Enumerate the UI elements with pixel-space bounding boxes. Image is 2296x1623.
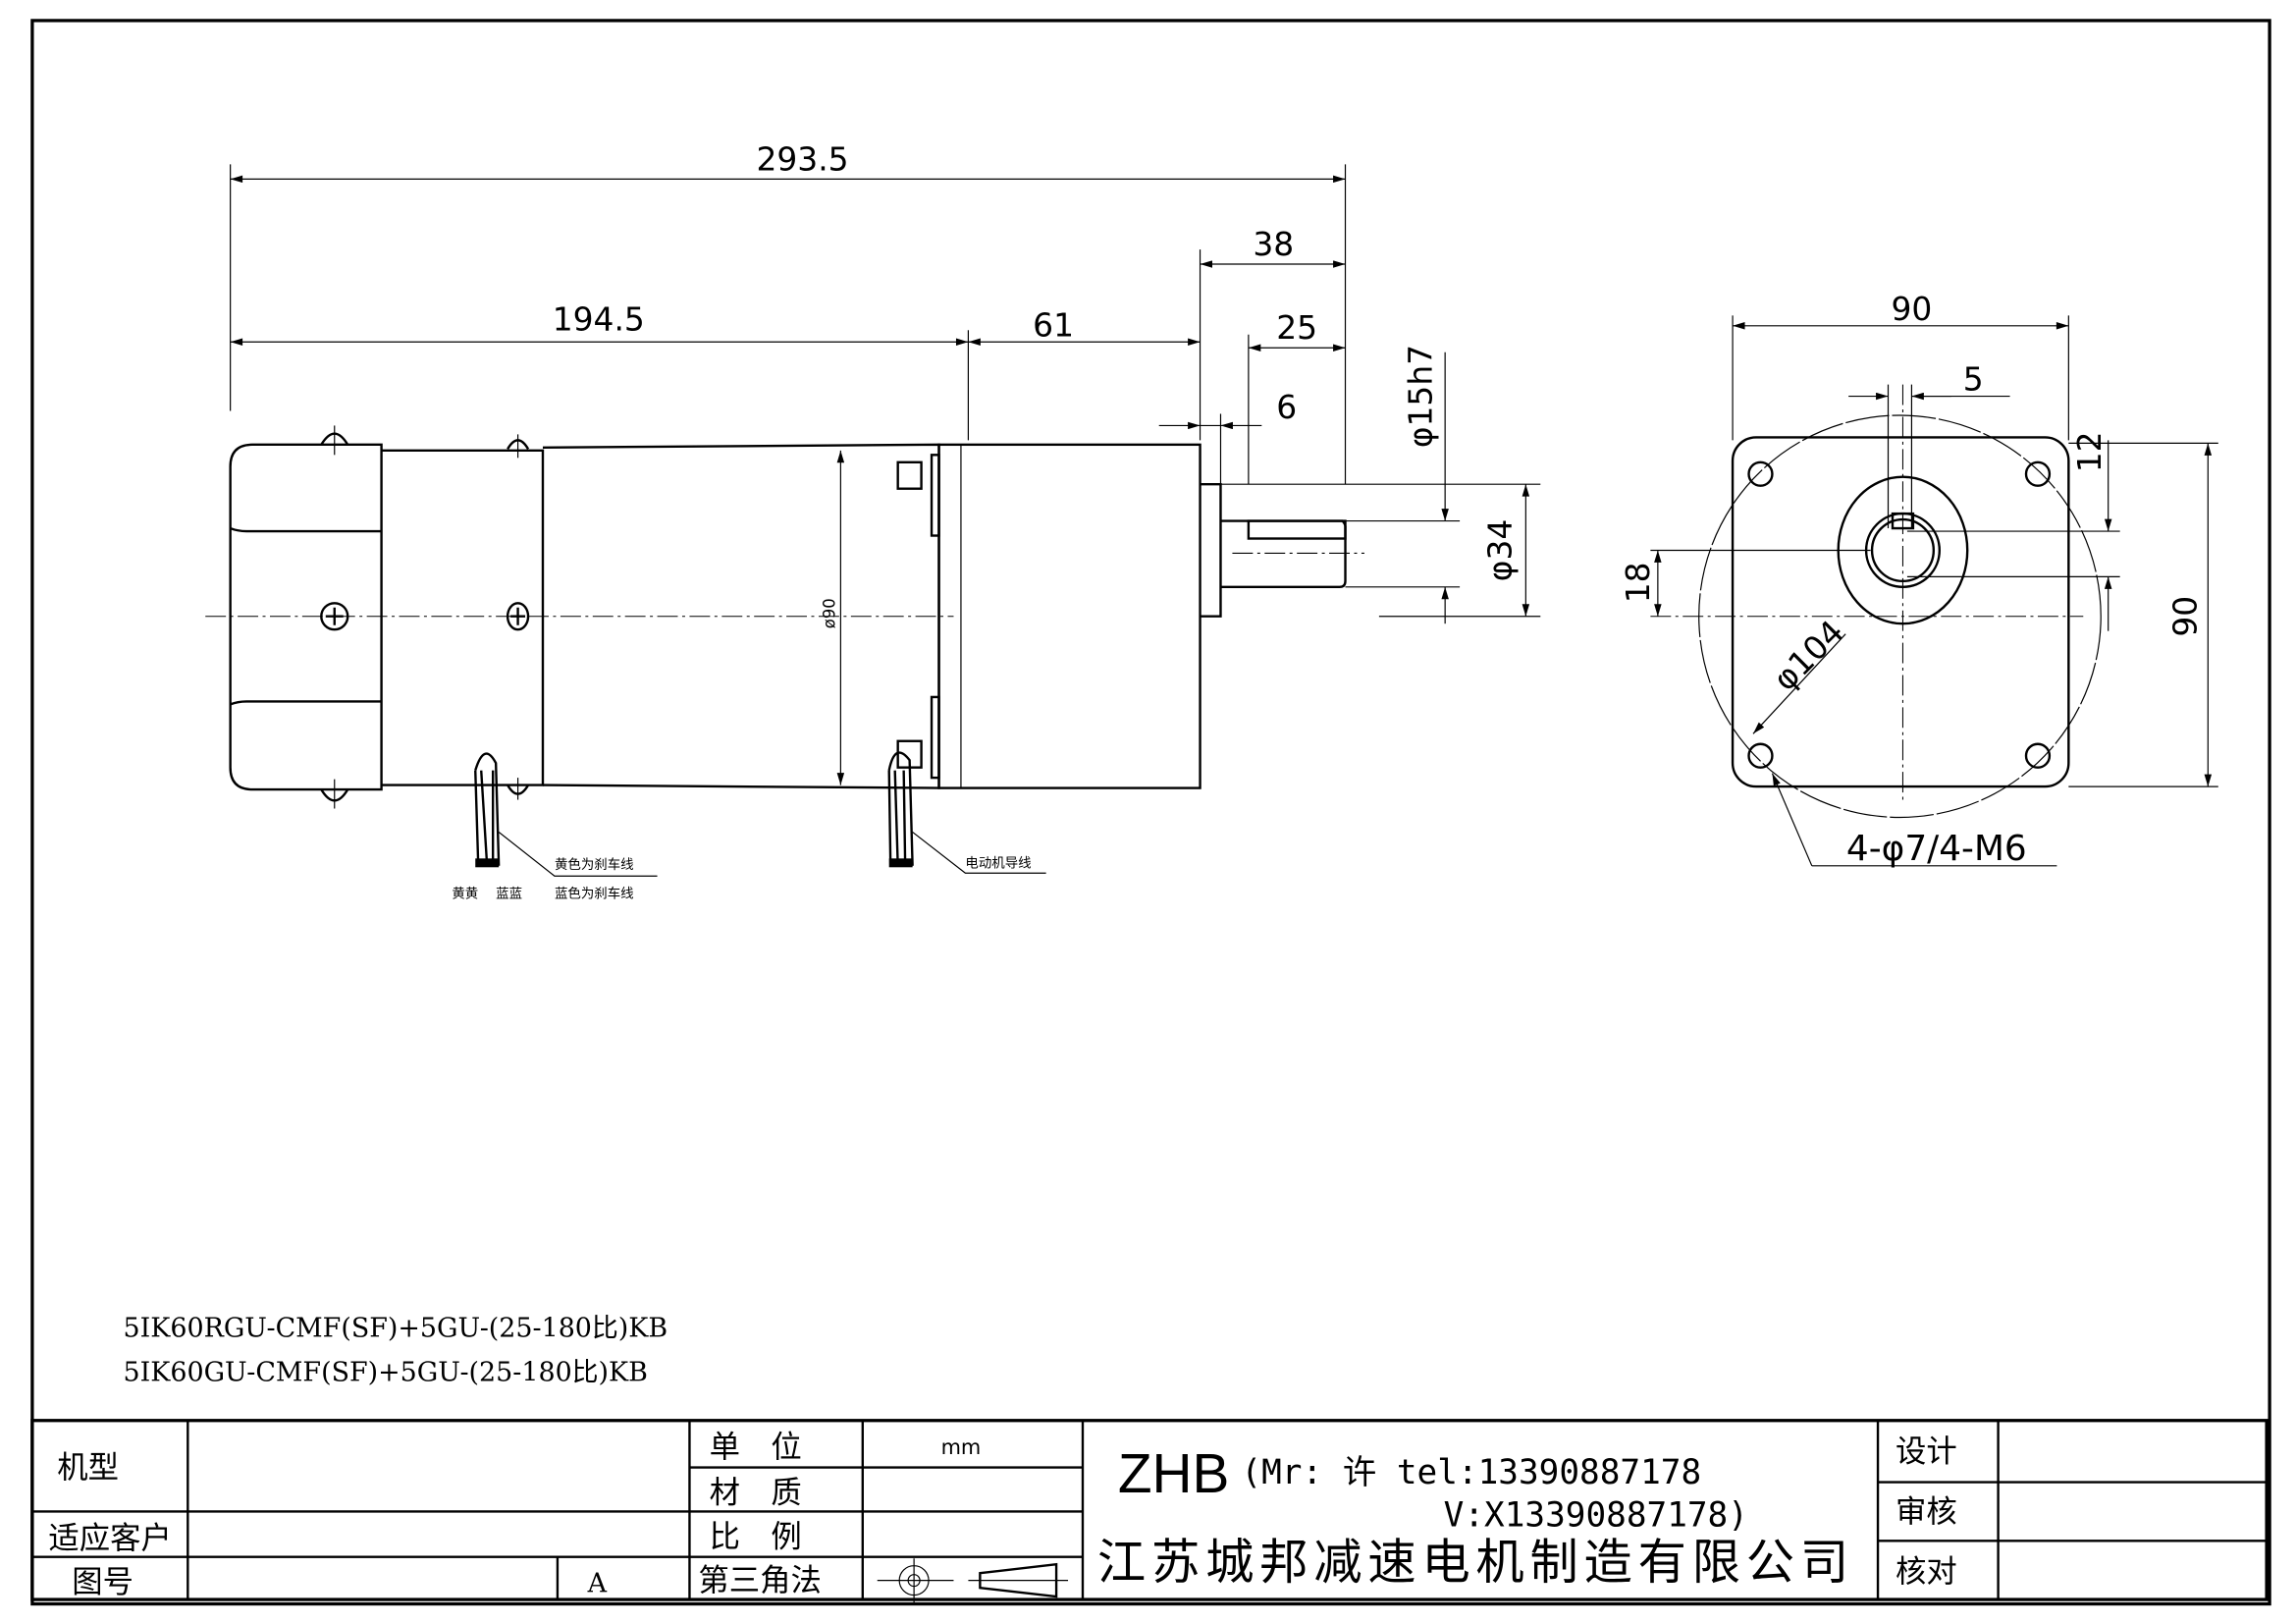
company-name: 江苏城邦减速电机制造有限公司: [1097, 1534, 1848, 1591]
side-view: 293.5 194.5 61 38 25 6 φ15h7 φ34 ø90: [205, 139, 1541, 902]
label-blue-pair: 蓝蓝: [496, 887, 522, 902]
check-label: 核对: [1896, 1554, 1957, 1590]
material-label: 材 质: [710, 1475, 802, 1510]
drawing-frame: [30, 19, 2271, 1606]
dim-body-diameter: ø90: [820, 598, 838, 628]
design-label: 设计: [1896, 1434, 1957, 1470]
label-yellow-pair: 黄黄: [452, 887, 478, 902]
drawing-no-label: 图号: [72, 1565, 133, 1600]
dim-bolt-circle: φ104: [1766, 613, 1851, 698]
dim-shaft-center-offset: 18: [1619, 562, 1657, 603]
contact-line-1: (Mr: 许 tel:13390887178: [1241, 1453, 1701, 1492]
dim-key-height: 12: [2070, 431, 2109, 472]
dim-key-width: 5: [1963, 360, 1984, 399]
dim-overall-length: 293.5: [756, 139, 848, 178]
dim-shaft-total: 38: [1253, 225, 1294, 263]
model-label: 机型: [57, 1450, 119, 1486]
wire-bundle-motor: [887, 751, 1046, 874]
contact-line-2: V:X13390887178): [1444, 1495, 1748, 1535]
unit-label: 单 位: [710, 1430, 802, 1465]
scale-label: 比 例: [710, 1519, 802, 1554]
title-block: 机型 适应客户 图号 A 单 位 mm 材 质 比 例 第三角法 ZHB (Mr…: [30, 1419, 2269, 1603]
projection-label: 第三角法: [698, 1563, 822, 1598]
dim-shaft-length: 25: [1276, 308, 1317, 347]
wire-bundle-brake: [474, 752, 658, 877]
label-yellow-brake: 黄色为刹车线: [555, 856, 634, 873]
model-line-1: 5IK60RGU-CMF(SF)+5GU-(25-180比)KB: [124, 1314, 668, 1344]
dim-flange-height: 90: [2165, 596, 2204, 637]
unit-value: mm: [941, 1435, 982, 1459]
dim-flange-width: 90: [1892, 290, 1933, 328]
dim-mounting-holes: 4-φ7/4-M6: [1846, 829, 2027, 869]
dim-motor-length: 194.5: [553, 299, 645, 338]
dim-shaft-diameter: φ15h7: [1402, 345, 1440, 448]
dim-shaft-offset: 6: [1276, 388, 1297, 426]
model-line-2: 5IK60GU-CMF(SF)+5GU-(25-180比)KB: [124, 1357, 648, 1387]
front-view: 90 5 12 18 90 φ104 4-φ7/4-M6: [1619, 290, 2218, 869]
brand-logo: ZHB: [1118, 1443, 1230, 1505]
label-blue-brake: 蓝色为刹车线: [555, 886, 634, 902]
dim-boss-diameter: φ34: [1480, 519, 1519, 582]
review-label: 审核: [1896, 1494, 1957, 1530]
customer-label: 适应客户: [48, 1521, 172, 1556]
label-motor-leads: 电动机导线: [965, 855, 1031, 871]
third-angle-projection-icon: [877, 1558, 1069, 1603]
dim-gearbox-length: 61: [1033, 305, 1074, 344]
revision: A: [587, 1569, 608, 1599]
